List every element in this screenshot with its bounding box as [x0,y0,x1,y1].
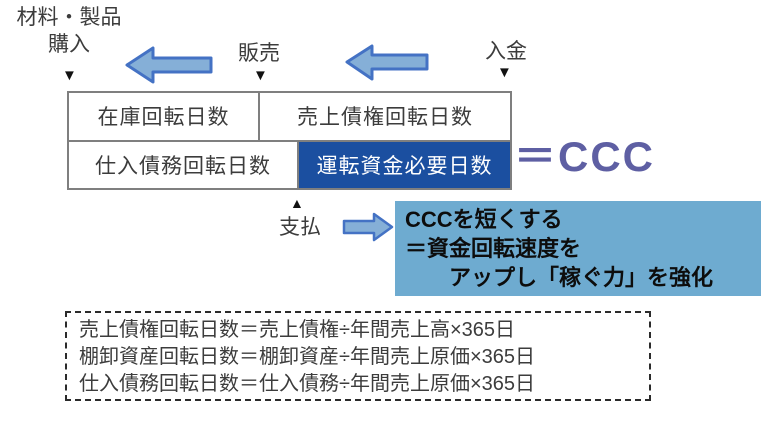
sale-down-marker-icon: ▼ [253,67,268,84]
callout-line3: アップし「稼ぐ力」を強化 [405,265,714,290]
receivable-days-cell: 売上債権回転日数 [260,93,510,140]
cash-in-down-marker-icon: ▼ [497,64,512,81]
purchase-label: 材料・製品 購入 [4,4,134,58]
left-arrow-icon [125,46,213,84]
right-arrow-icon [342,212,394,242]
cash-in-label: 入金 [485,40,527,63]
payment-up-marker-icon: ▲ [290,195,304,211]
inventory-formula: 棚卸資産回転日数＝棚卸資産÷年間売上原価×365日 [79,346,536,368]
purchase-label-line1: 材料・製品 [16,6,122,29]
sale-label: 販売 [238,42,280,65]
table-divider [297,141,299,188]
formula-box: 売上債権回転日数＝売上債権÷年間売上高×365日 棚卸資産回転日数＝棚卸資産÷年… [65,311,651,401]
payment-label: 支払 [279,216,321,239]
callout-line2: ＝資金回転速度を [405,236,582,261]
payable-formula: 仕入債務回転日数＝仕入債務÷年間売上原価×365日 [79,373,536,395]
table-divider [69,139,510,142]
inventory-days-cell: 在庫回転日数 [69,93,258,140]
ccc-equals-label: ＝CCC [514,133,655,180]
table-row-top: 在庫回転日数 売上債権回転日数 [69,93,510,140]
turnover-days-table: 在庫回転日数 売上債権回転日数 仕入債務回転日数 運転資金必要日数 [67,91,512,190]
purchase-down-marker-icon: ▼ [62,67,77,84]
table-divider [258,93,260,140]
receivable-formula: 売上債権回転日数＝売上債権÷年間売上高×365日 [79,319,516,341]
callout-line1: CCCを短くする [405,207,563,232]
table-row-bottom: 仕入債務回転日数 運転資金必要日数 [69,141,510,189]
ccc-benefit-callout: CCCを短くする ＝資金回転速度を アップし「稼ぐ力」を強化 [395,201,761,296]
working-capital-days-label: 運転資金必要日数 [316,154,493,178]
left-arrow-icon [345,44,429,81]
purchase-label-line2: 購入 [48,33,90,56]
working-capital-days-cell: 運転資金必要日数 [299,141,510,188]
payable-days-label: 仕入債務回転日数 [95,154,271,178]
inventory-days-label: 在庫回転日数 [97,106,230,130]
payable-days-cell: 仕入債務回転日数 [69,142,297,189]
receivable-days-label: 売上債権回転日数 [297,106,473,130]
